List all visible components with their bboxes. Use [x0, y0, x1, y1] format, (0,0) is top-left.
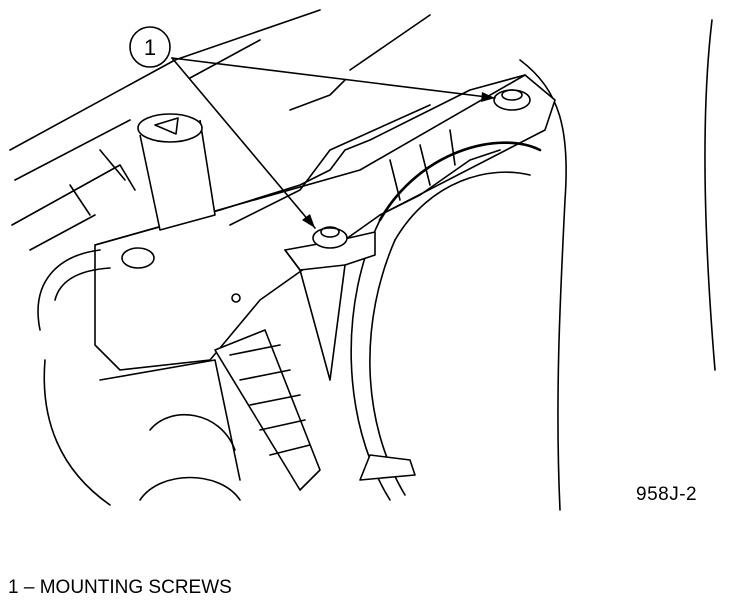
column-boss	[137, 113, 216, 231]
callout-number: 1	[144, 35, 156, 60]
callout-1: 1	[129, 26, 496, 229]
legend-separator: –	[23, 577, 35, 598]
bearing-ring	[350, 141, 542, 501]
legend-number: 1	[8, 577, 19, 598]
figure-id: 958J-2	[636, 484, 698, 505]
steering-column-housing	[94, 74, 556, 371]
dashboard-background-lines	[9, 9, 431, 251]
legend: 1 – MOUNTING SCREWS	[8, 577, 232, 599]
screw-mount-block	[284, 231, 376, 381]
mounting-screw-center	[312, 226, 348, 249]
mounting-screws-illustration: 1	[9, 9, 716, 511]
right-panel-edge	[519, 19, 716, 511]
left-shroud	[37, 247, 155, 506]
legend-text: MOUNTING SCREWS	[39, 577, 232, 598]
mounting-screw-right	[493, 89, 531, 111]
lower-bracket	[99, 293, 321, 501]
